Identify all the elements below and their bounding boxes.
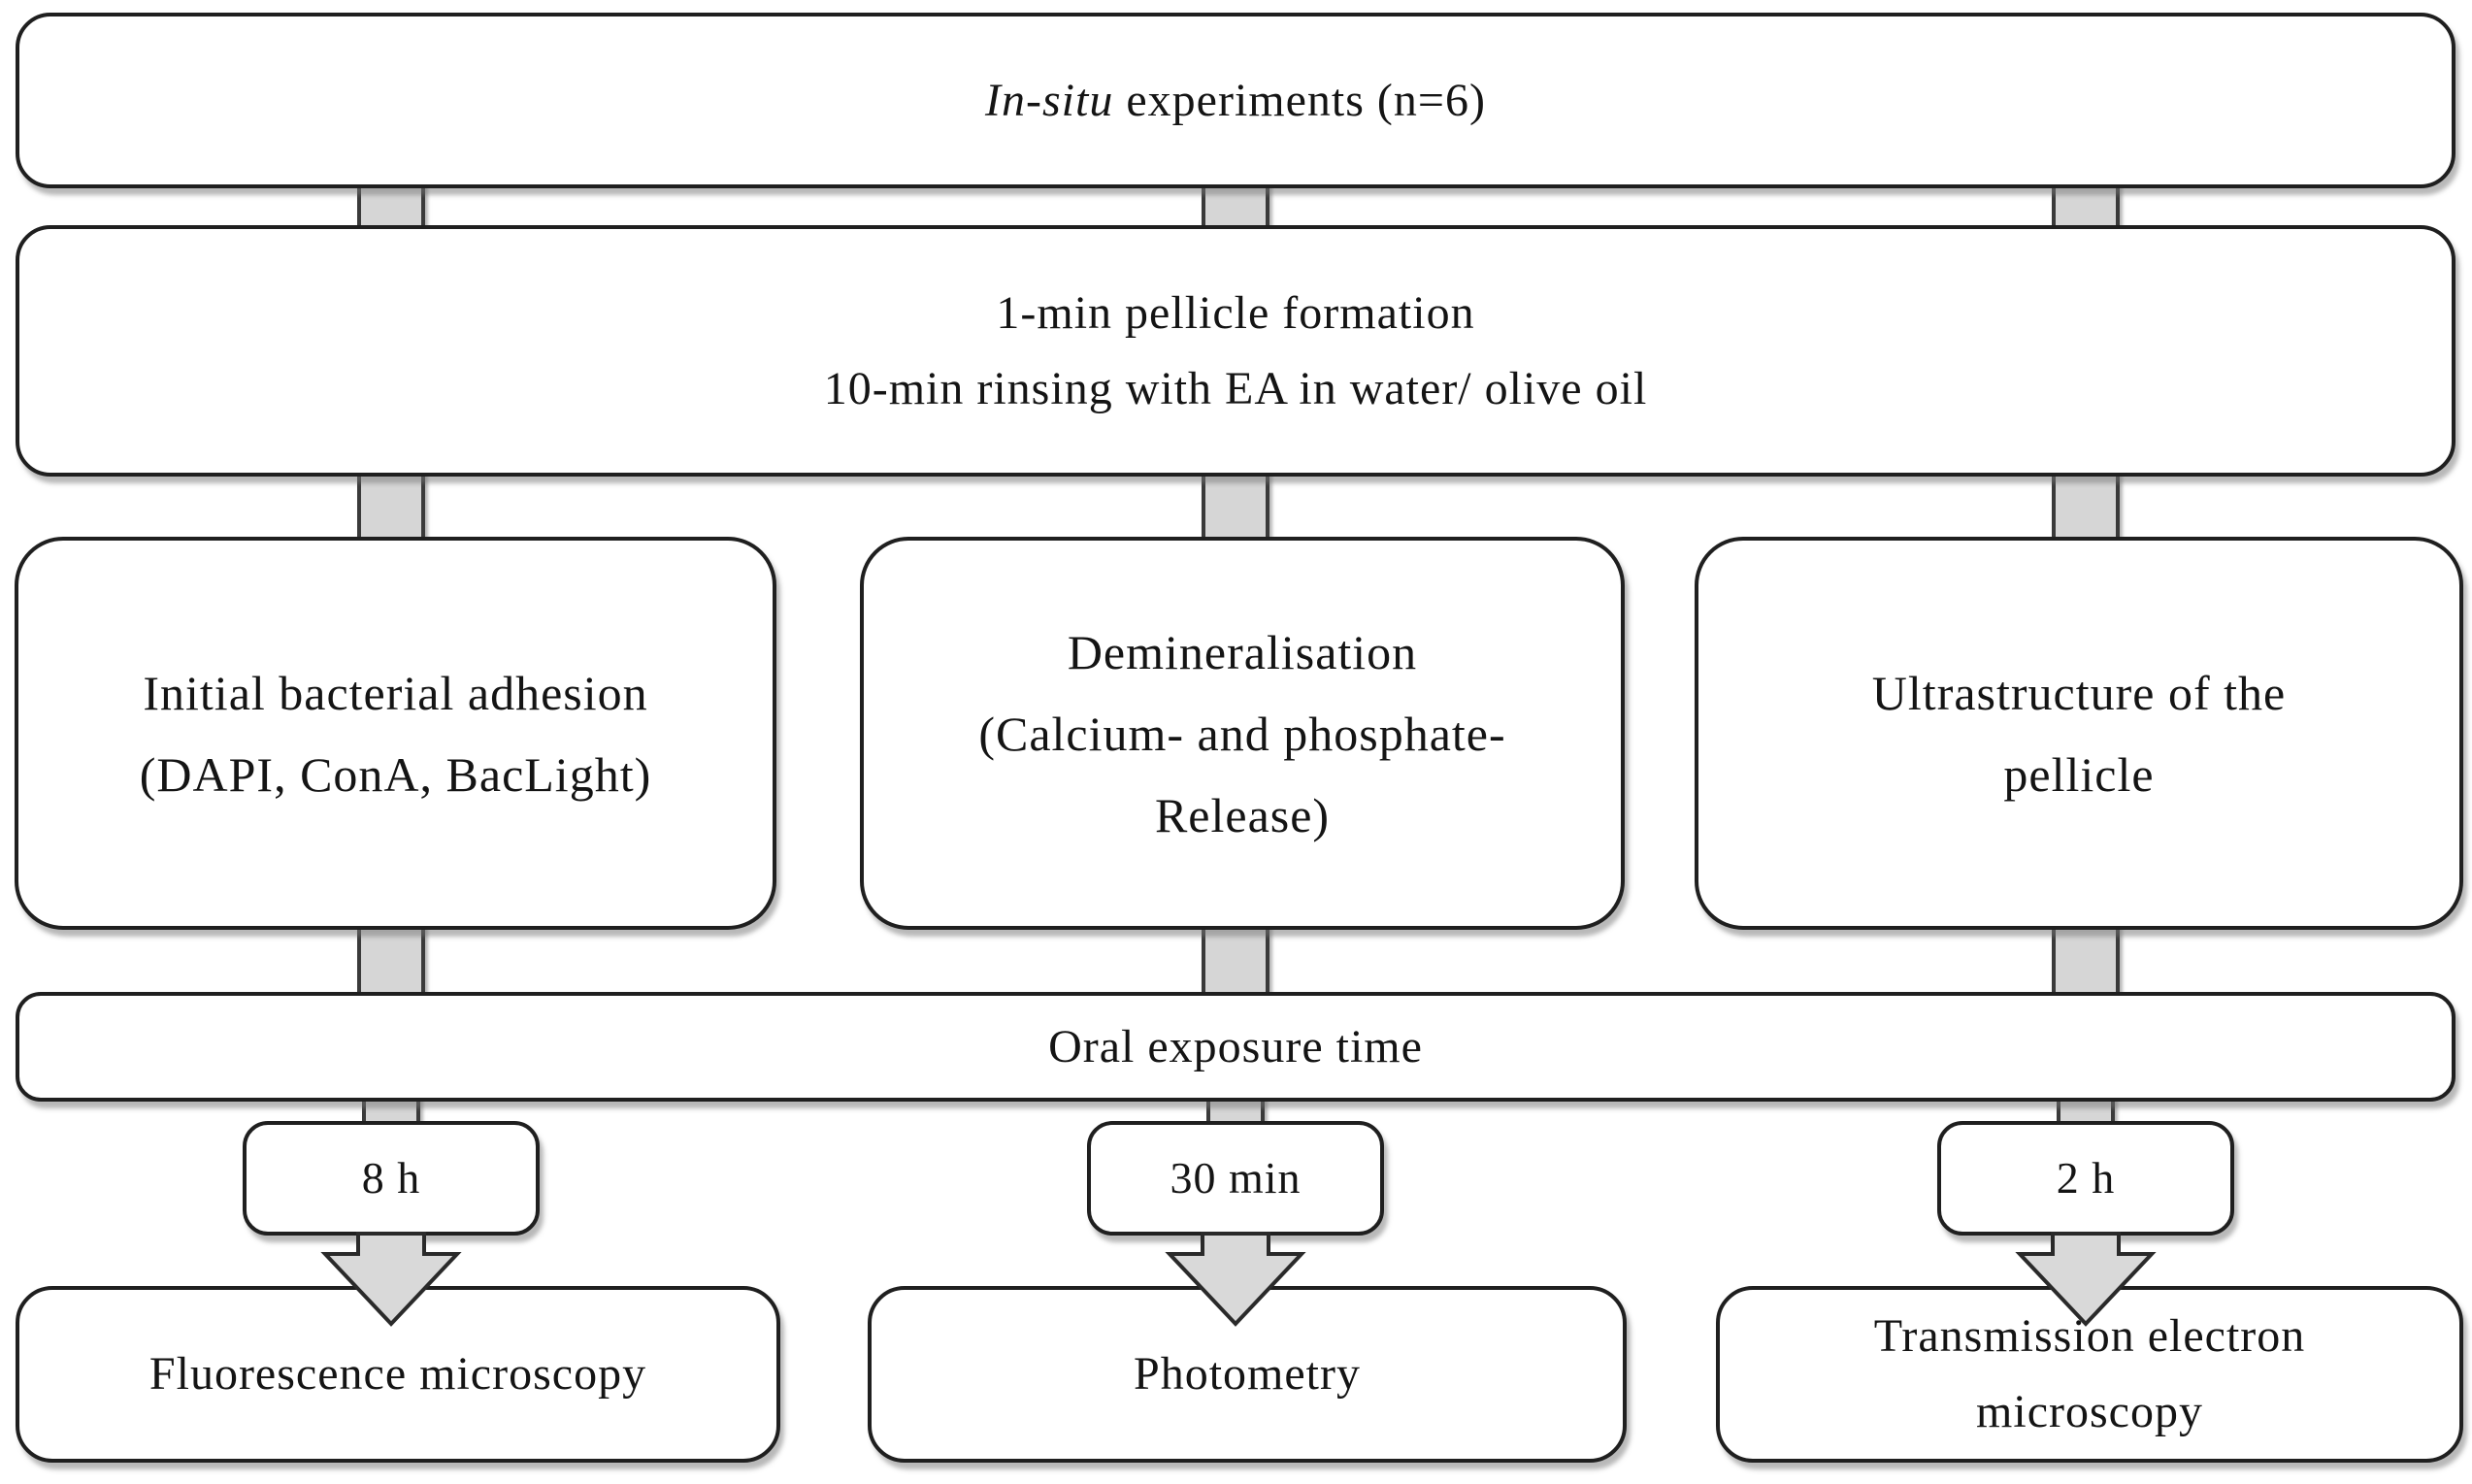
insitu-experiments-box: In-situ experiments (n=6)	[16, 13, 2456, 188]
connector-bar	[357, 920, 425, 1004]
photometry-label: Photometry	[1134, 1348, 1361, 1401]
demineralisation-box: Demineralisation (Calcium- and phosphate…	[860, 537, 1625, 930]
time-8h-box: 8 h	[243, 1121, 540, 1236]
arrow-down-icon	[1165, 1232, 1306, 1327]
demineralisation-line1: Demineralisation	[1067, 624, 1418, 679]
ultrastructure-box: Ultrastructure of the pellicle	[1695, 537, 2463, 930]
pellicle-formation-box: 1-min pellicle formation 10-min rinsing …	[16, 225, 2456, 477]
adhesion-line1: Initial bacterial adhesion	[143, 665, 648, 720]
demineralisation-line2: (Calcium- and phosphate-	[978, 706, 1506, 761]
pellicle-formation-line1: 1-min pellicle formation	[996, 286, 1475, 339]
transmission-electron-microscopy-box: Transmission electron microscopy	[1716, 1286, 2463, 1463]
ultrastructure-line1: Ultrastructure of the	[1871, 665, 2287, 720]
insitu-label-italic: In-situ	[985, 74, 1114, 126]
pellicle-formation-line2: 10-min rinsing with EA in water/ olive o…	[823, 362, 1648, 414]
arrow-down-icon	[320, 1232, 462, 1327]
oral-exposure-time-label: Oral exposure time	[1048, 1020, 1423, 1072]
time-30min-box: 30 min	[1087, 1121, 1384, 1236]
time-2h-box: 2 h	[1937, 1121, 2234, 1236]
photometry-box: Photometry	[868, 1286, 1627, 1463]
adhesion-line2: (DAPI, ConA, BacLight)	[139, 746, 652, 802]
insitu-label-rest: experiments (n=6)	[1113, 74, 1486, 126]
time-2h-label: 2 h	[2056, 1152, 2116, 1203]
ultrastructure-line2: pellicle	[2003, 746, 2155, 802]
arrow-down-icon	[2015, 1232, 2157, 1327]
oral-exposure-time-box: Oral exposure time	[16, 992, 2456, 1102]
demineralisation-line3: Release)	[1154, 787, 1331, 842]
time-8h-label: 8 h	[361, 1152, 421, 1203]
tem-label-line2: microscopy	[1976, 1386, 2203, 1437]
fluorescence-microscopy-label: Fluorescence microscopy	[148, 1348, 647, 1401]
fluorescence-microscopy-box: Fluorescence microscopy	[16, 1286, 780, 1463]
time-30min-label: 30 min	[1170, 1152, 1302, 1203]
initial-bacterial-adhesion-box: Initial bacterial adhesion (DAPI, ConA, …	[15, 537, 776, 930]
insitu-experiments-label: In-situ experiments (n=6)	[985, 63, 1486, 139]
